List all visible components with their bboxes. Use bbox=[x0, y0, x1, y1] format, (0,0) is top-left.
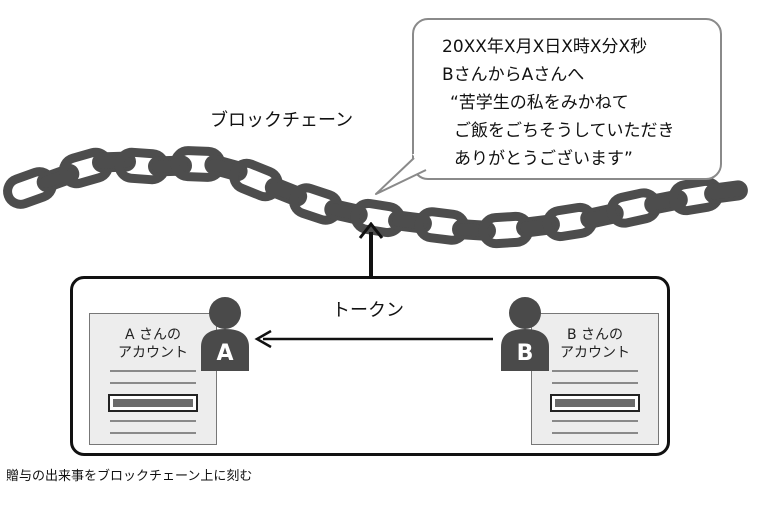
account-a-title-line2: アカウント bbox=[118, 345, 188, 361]
account-b-title-line2: アカウント bbox=[560, 345, 630, 361]
bubble-message-line3: ありがとうございます” bbox=[454, 149, 633, 169]
account-a-rule bbox=[110, 370, 196, 372]
account-a-rule bbox=[110, 432, 196, 434]
account-b-field bbox=[550, 394, 640, 412]
account-a-field bbox=[108, 394, 198, 412]
chain-links bbox=[3, 146, 748, 249]
account-a-rule bbox=[110, 420, 196, 422]
blockchain-label: ブロックチェーン bbox=[210, 110, 354, 131]
person-a-letter: A bbox=[216, 341, 234, 366]
person-b-icon bbox=[501, 297, 549, 371]
bubble-timestamp: 20XX年X月X日X時X分X秒 bbox=[442, 37, 648, 57]
account-a-title-line1: A さんの bbox=[124, 327, 182, 343]
account-b-rule bbox=[552, 432, 638, 434]
arrow-left-icon bbox=[254, 329, 493, 349]
account-a-rule bbox=[110, 382, 196, 384]
arrow-up-icon bbox=[358, 222, 384, 278]
bubble-message-line1: “苦学生の私をみかねて bbox=[450, 93, 629, 113]
account-b-card: B さんの アカウント bbox=[531, 313, 659, 445]
chain-link bbox=[704, 180, 748, 204]
transaction-record-bubble: 20XX年X月X日X時X分X秒 BさんからAさんへ “苦学生の私をみかねて ご飯… bbox=[412, 18, 722, 180]
bubble-from-to: BさんからAさんへ bbox=[442, 65, 585, 85]
token-transfer-panel: A さんの アカウント B さんの アカウント A B bbox=[70, 276, 670, 456]
token-label: トークン bbox=[332, 300, 404, 321]
account-b-rule bbox=[552, 420, 638, 422]
bubble-tail-icon bbox=[375, 154, 430, 195]
account-a-card: A さんの アカウント bbox=[89, 313, 217, 445]
person-a-icon bbox=[201, 297, 249, 371]
figure-caption: 贈与の出来事をブロックチェーン上に刻む bbox=[6, 469, 253, 484]
account-b-rule bbox=[552, 382, 638, 384]
account-b-rule bbox=[552, 370, 638, 372]
account-b-title-line1: B さんの bbox=[566, 327, 624, 343]
person-b-letter: B bbox=[516, 341, 534, 366]
bubble-message-line2: ご飯をごちそうしていただき bbox=[454, 121, 675, 141]
